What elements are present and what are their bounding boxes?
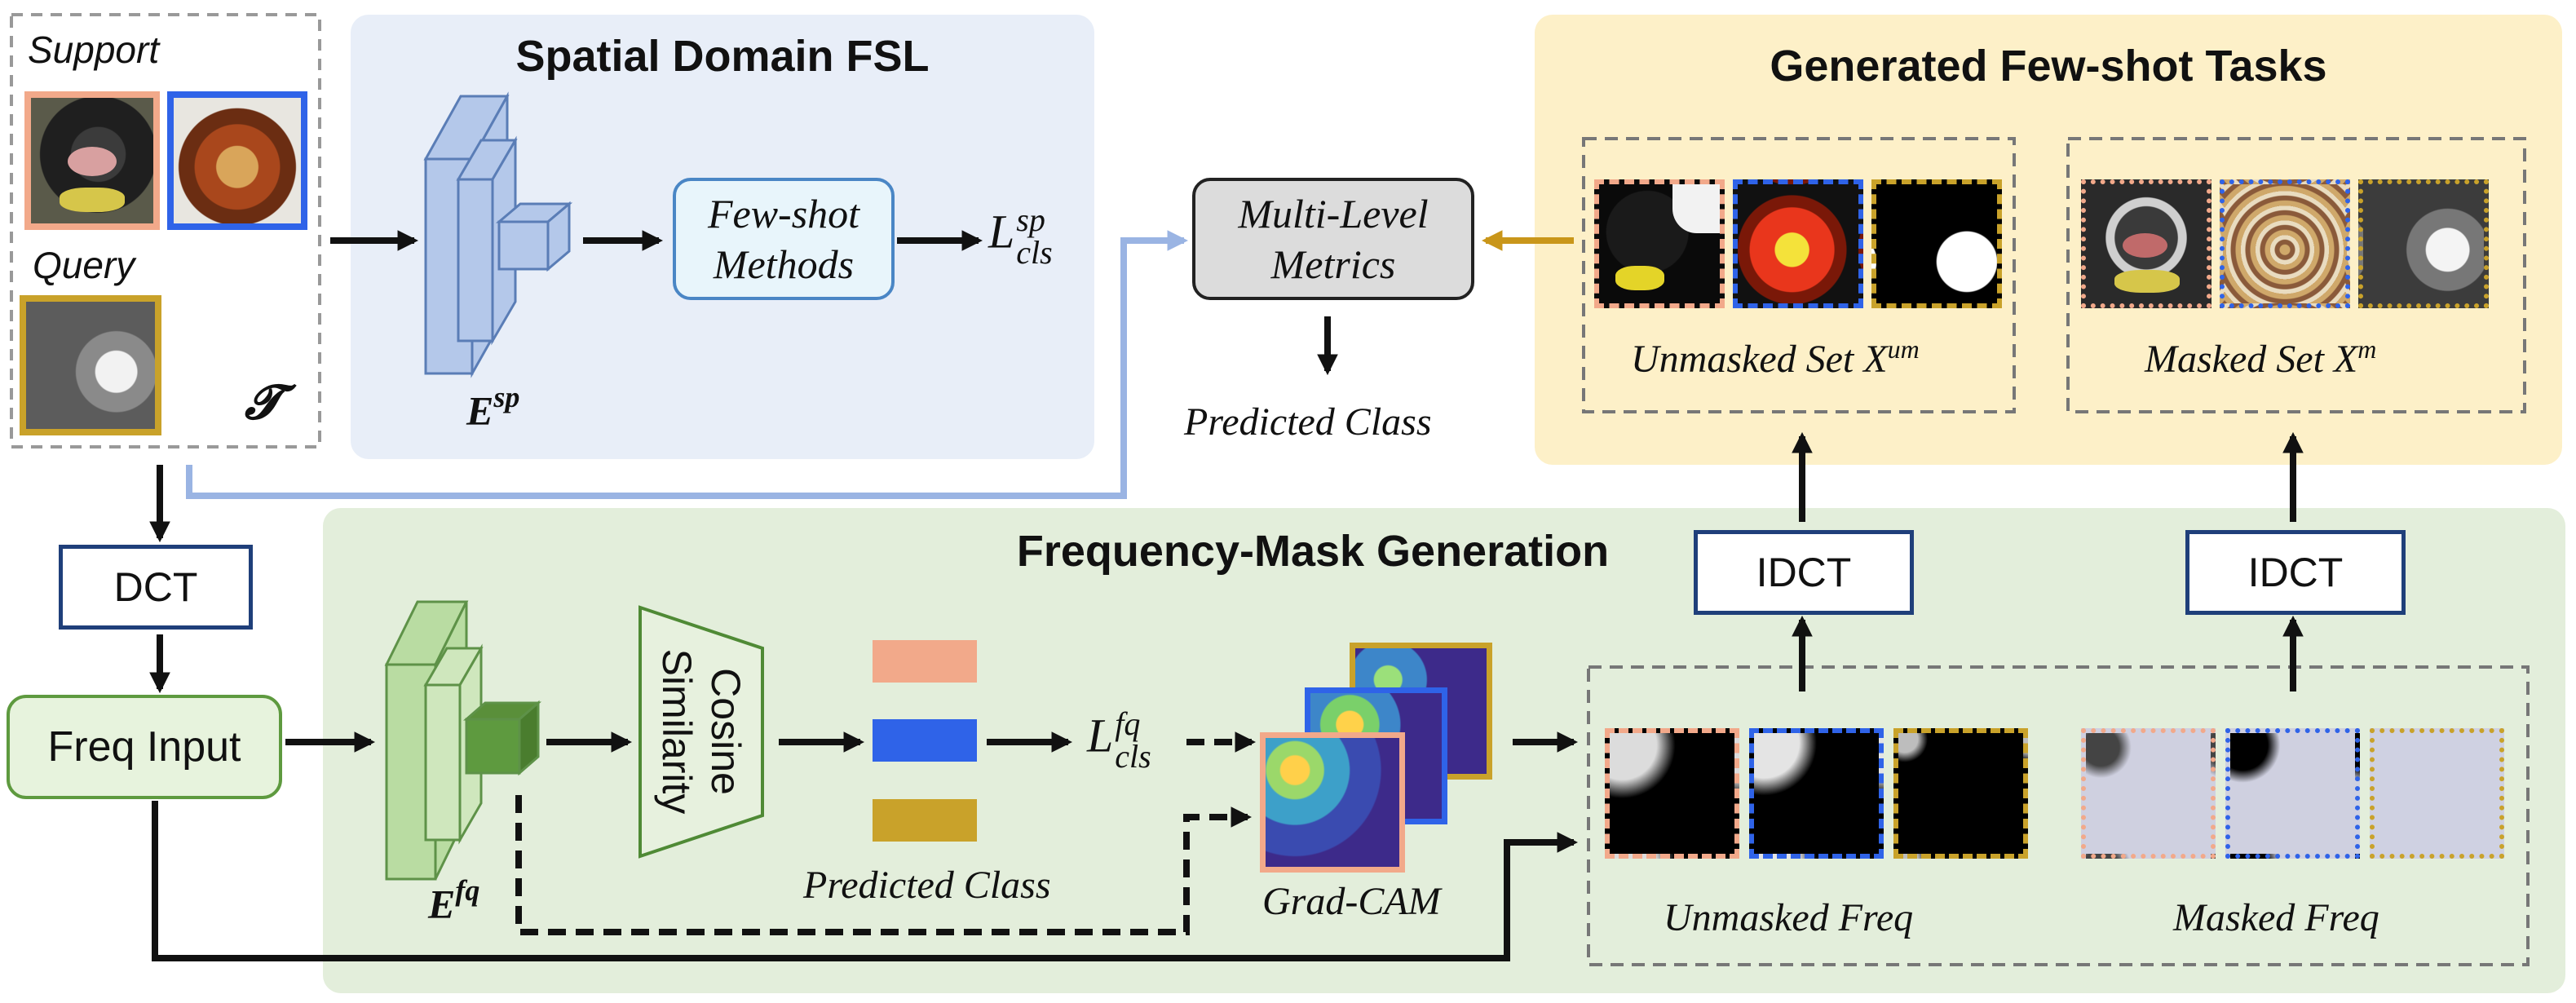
unmasked-image-c [1871,179,2002,308]
query-image-husky [20,295,161,435]
freq-encoder-shape [384,600,542,881]
masked-set-frame [2066,137,2526,413]
freq-predicted-class: Predicted Class [803,864,1051,907]
class-bar-a [873,640,977,683]
few-shot-methods-box: Few-shot Methods [673,178,895,300]
masked-freq-label: Masked Freq [2173,896,2379,939]
spatial-loss-sup: sp [1016,201,1045,238]
support-image-dog [24,91,160,230]
idct-box-masked: IDCT [2185,530,2406,615]
unmasked-freq-label: Unmasked Freq [1664,896,1914,939]
masked-set-var: X [2333,338,2358,381]
cosine-line1: Cosine [703,668,749,795]
masked-set-sup: m [2357,334,2377,364]
spatial-loss-base: L [988,205,1015,258]
unmasked-set-var: X [1863,338,1888,381]
cosine-similarity-shape [638,605,764,859]
spatial-encoder-label: Esp [466,381,520,435]
few-shot-methods-line1: Few-shot [707,191,860,236]
freq-output-frame [1587,665,2530,966]
frequency-mask-title: Frequency-Mask Generation [1016,527,1610,576]
metrics-line1: Multi-Level [1238,191,1429,236]
unmasked-freq-a [1605,728,1739,859]
spatial-encoder-base: E [466,387,494,434]
spatial-encoder-shape [423,91,573,378]
spatial-encoder-sup: sp [493,381,520,413]
unmasked-set-frame [1582,137,2016,413]
unmasked-set-label: Unmasked Set Xum [1631,334,1920,382]
freq-loss-sup: fq [1115,705,1141,742]
masked-image-a [2081,179,2211,308]
gradcam-label: Grad-CAM [1262,880,1441,923]
unmasked-freq-c [1893,728,2028,859]
masked-image-c [2358,179,2489,308]
task-symbol: 𝓣 [245,376,281,429]
cosine-similarity-label: Cosine Similarity [652,649,750,815]
support-image-food [167,91,307,230]
unmasked-set-sup: um [1887,334,1920,364]
generated-tasks-title: Generated Few-shot Tasks [1770,42,2327,91]
cosine-line2: Similarity [654,648,700,815]
unmasked-set-text: Unmasked Set [1631,338,1864,381]
masked-freq-b [2225,728,2360,859]
idct-box-unmasked: IDCT [1694,530,1914,615]
few-shot-methods-line2: Methods [713,241,855,287]
metrics-line2: Metrics [1270,241,1396,287]
masked-freq-a [2081,728,2216,859]
freq-input-box: Freq Input [7,695,282,799]
spatial-loss-sub: cls [1016,234,1053,271]
masked-image-b [2220,179,2350,308]
metrics-predicted-class: Predicted Class [1184,400,1432,444]
masked-set-label: Masked Set Xm [2145,334,2376,382]
query-label: Query [33,244,135,286]
unmasked-image-b [1733,179,1863,308]
freq-encoder-base: E [428,881,456,927]
class-bar-c [873,799,977,842]
class-bar-b [873,719,977,762]
unmasked-image-a [1594,179,1725,308]
unmasked-freq-b [1749,728,1884,859]
support-label: Support [28,29,160,71]
freq-encoder-label: Efq [428,874,480,928]
multi-level-metrics-box: Multi-Level Metrics [1192,178,1474,300]
freq-loss-base: L [1087,709,1114,762]
gradcam-map-a [1260,732,1405,873]
freq-encoder-sup: fq [455,874,480,907]
masked-set-text: Masked Set [2145,338,2334,381]
masked-freq-c [2370,728,2504,859]
freq-loss-sub: cls [1115,738,1151,775]
spatial-fsl-title: Spatial Domain FSL [515,32,930,81]
dct-box: DCT [59,545,253,630]
